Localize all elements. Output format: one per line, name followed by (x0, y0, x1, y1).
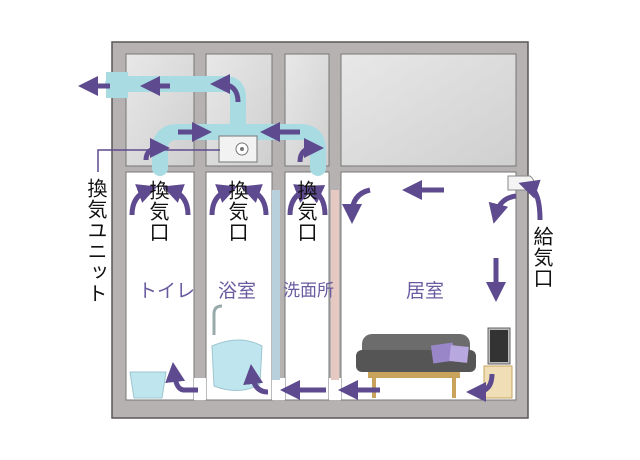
ventilation-unit (218, 135, 258, 163)
duct-outlet (106, 72, 128, 98)
exhaust-vent-label-toilet: 換気口 (146, 180, 170, 243)
room-label-wash: 洗面所 (283, 281, 334, 301)
room-toilet (125, 171, 195, 401)
sofa (356, 334, 476, 372)
exhaust-unit-label: 換気ユニット (84, 178, 108, 304)
room-label-living: 居室 (406, 280, 445, 302)
exhaust-vent-label-wash: 換気口 (294, 180, 318, 243)
tv (483, 327, 513, 399)
pipe-blue (272, 190, 280, 380)
airflow-arrows (78, 74, 543, 402)
unit-leader-line (97, 149, 220, 172)
supply-inlet-label: 給気口 (530, 226, 554, 289)
toilet-basin (129, 371, 167, 399)
upper-window-living (340, 53, 517, 167)
room-label-toilet: トイレ (138, 280, 196, 302)
exhaust-vent-label-bath: 換気口 (225, 180, 249, 243)
room-label-bath: 浴室 (218, 280, 257, 302)
pipe-pink (331, 190, 339, 380)
